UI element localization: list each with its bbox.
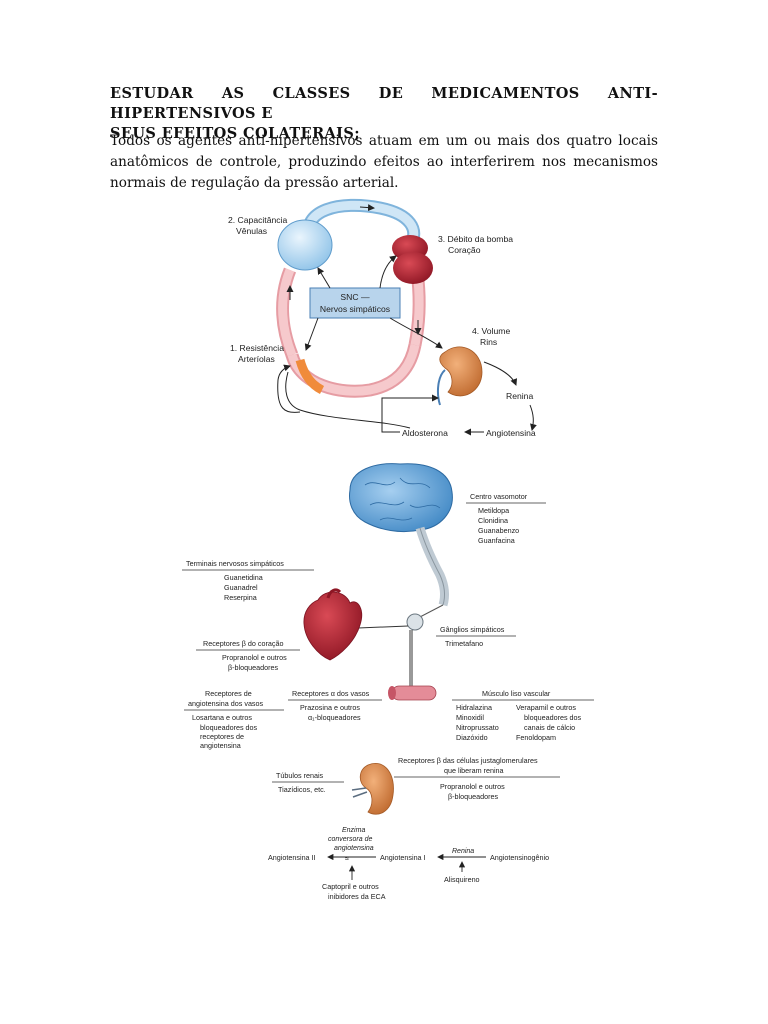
brain-icon (349, 463, 453, 607)
musculo-col1-2: Minoxidil (456, 713, 484, 722)
enzima-2: conversora de (328, 836, 372, 843)
snc-label-1: SNC — (340, 292, 370, 302)
volume-label-1: 4. Volume (472, 326, 510, 336)
ganglios-title: Gânglios simpáticos (440, 625, 505, 634)
recbeta-drug-1: Propranolol e outros (222, 653, 287, 662)
angiotensina-ii: Angiotensina II (268, 853, 316, 862)
renina-label: Renina (506, 391, 533, 401)
angiotensina-i: Angiotensina I (380, 853, 426, 862)
musculo-col2-4: Fenoldopam (516, 733, 556, 742)
venules-icon (277, 219, 333, 271)
volume-label-2: Rins (480, 337, 497, 347)
alpha-title: Receptores α dos vasos (292, 689, 370, 698)
terminais-drug-3: Reserpina (224, 593, 257, 602)
debito-label-2: Coração (448, 245, 481, 255)
angio-rec-title-1: Receptores de (205, 689, 252, 698)
angio-rec-drug-3: receptores de (200, 732, 244, 741)
angiotensina-label: Angiotensina (486, 428, 536, 438)
jg-drug-2: β-bloqueadores (448, 792, 498, 801)
renina-cascade: Renina (452, 848, 474, 855)
ganglion-icon (406, 613, 424, 631)
musculo-col1-1: Hidralazina (456, 703, 492, 712)
heart-icon (303, 588, 363, 661)
circulation-diagram: SNC — Nervos simpáticos 2. Capacitância … (228, 198, 537, 438)
heading-line-2: SEUS EFEITOS COLATERAIS; (110, 125, 360, 142)
heading-line-1: ESTUDAR AS CLASSES DE MEDICAMENTOS ANTI-… (110, 85, 658, 122)
ganglios-drug-1: Trimetafano (445, 639, 483, 648)
resistencia-label-1: 1. Resistência (230, 343, 284, 353)
intro-paragraph: Todos os agentes anti-hipertensivos atua… (110, 133, 658, 191)
snc-box (309, 287, 401, 319)
captopril-1: Captopril e outros (322, 882, 379, 891)
resistencia-label-2: Arteríolas (238, 354, 275, 364)
captopril-2: inibidores da ECA (328, 892, 386, 901)
angio-rec-drug-1: Losartana e outros (192, 713, 252, 722)
block-symbol: ≈ (345, 854, 349, 863)
centro-drug-1: Metildopa (478, 506, 509, 515)
section-heading: ESTUDAR AS CLASSES DE MEDICAMENTOS ANTI-… (110, 84, 658, 144)
aldosterona-label: Aldosterona (402, 428, 448, 438)
kidney-small-icon (351, 763, 394, 815)
alpha-drug-1: Prazosina e outros (300, 703, 360, 712)
kidney-icon (439, 346, 483, 397)
angio-rec-drug-4: angiotensina (200, 741, 241, 750)
recbeta-title: Receptores β do coração (203, 639, 283, 648)
musculo-col2-3: canais de cálcio (524, 723, 575, 732)
terminais-drug-1: Guanetidina (224, 573, 263, 582)
musculo-col1-3: Nitroprussato (456, 723, 499, 732)
angio-rec-drug-2: bloqueadores dos (200, 723, 258, 732)
drug-sites-diagram: Centro vasomotor Metildopa Clonidina Gua… (182, 463, 594, 901)
jg-title-2: que liberam renina (444, 766, 504, 775)
centro-drug-4: Guanfacina (478, 536, 515, 545)
recbeta-drug-2: β-bloqueadores (228, 663, 278, 672)
capacitancia-label-1: 2. Capacitância (228, 215, 287, 225)
musculo-col2-2: bloqueadores dos (524, 713, 582, 722)
centro-drug-3: Guanabenzo (478, 526, 519, 535)
blood-vessel-icon (388, 685, 437, 701)
angio-rec-title-2: angiotensina dos vasos (188, 699, 264, 708)
terminais-title: Terminais nervosos simpáticos (186, 559, 284, 568)
aliskireno: Alisquireno (444, 875, 480, 884)
enzima-1: Enzima (342, 827, 365, 834)
angiotensinogenio: Angiotensinogênio (490, 853, 549, 862)
capacitancia-label-2: Vênulas (236, 226, 267, 236)
enzima-3: angiotensina (334, 845, 374, 852)
tubulos-drug-1: Tiazídicos, etc. (278, 785, 326, 794)
musculo-title: Músculo liso vascular (482, 689, 551, 698)
centro-title: Centro vasomotor (470, 492, 528, 501)
tubulos-title: Túbulos renais (276, 771, 324, 780)
musculo-col1-4: Diazóxido (456, 733, 488, 742)
alpha-drug-2: α₁-bloqueadores (308, 713, 361, 722)
musculo-col2-1: Verapamil e outros (516, 703, 576, 712)
heart-pump-icon (392, 235, 433, 284)
jg-drug-1: Propranolol e outros (440, 782, 505, 791)
terminais-drug-2: Guanadrel (224, 583, 258, 592)
jg-title-1: Receptores β das células justaglomerular… (398, 756, 538, 765)
centro-drug-2: Clonidina (478, 516, 508, 525)
debito-label-1: 3. Débito da bomba (438, 234, 513, 244)
snc-label-2: Nervos simpáticos (320, 304, 390, 314)
